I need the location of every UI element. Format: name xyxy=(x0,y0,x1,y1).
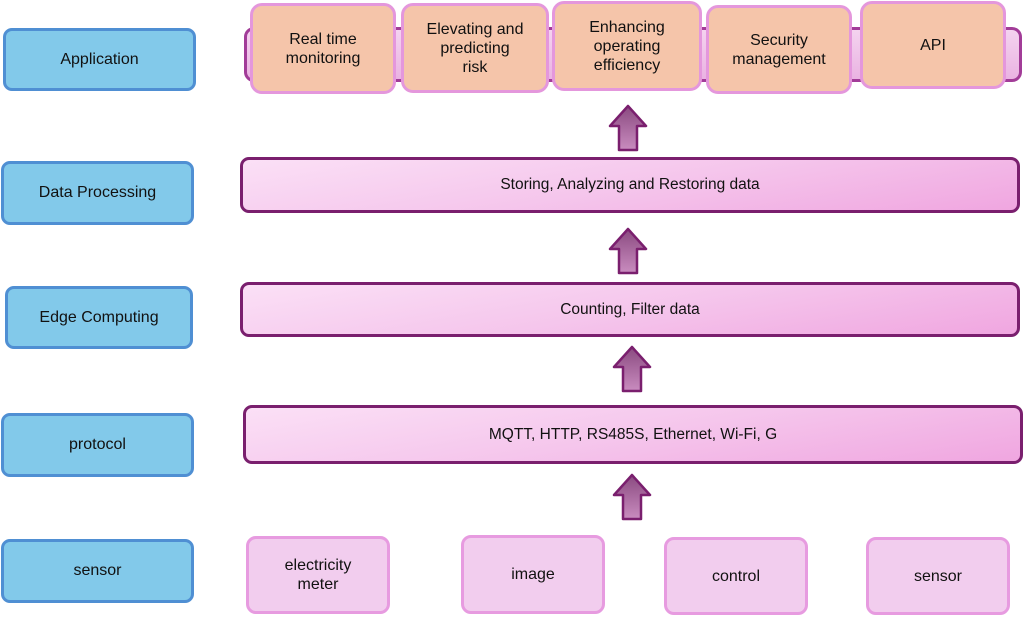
layer-label-text: sensor xyxy=(73,562,122,579)
edge-computing-bar: Counting, Filter data xyxy=(240,282,1020,337)
layer-label-protocol: protocol xyxy=(1,413,194,477)
layer-label-text: Data Processing xyxy=(38,184,157,201)
protocol-bar: MQTT, HTTP, RS485S, Ethernet, Wi-Fi, G xyxy=(243,405,1023,464)
app-item-label: Security management xyxy=(732,31,826,68)
source-image: image xyxy=(461,535,605,614)
bar-text: MQTT, HTTP, RS485S, Ethernet, Wi-Fi, G xyxy=(488,425,778,443)
layer-label-application: Application xyxy=(3,28,196,91)
app-item-security-management: Security management xyxy=(706,5,852,94)
layer-label-text: Application xyxy=(60,50,139,68)
app-item-elevating-predicting-risk: Elevating and predicting risk xyxy=(401,3,549,93)
layer-label-text: Edge Computing xyxy=(39,308,159,326)
source-label: electricity meter xyxy=(284,557,352,593)
up-arrow-icon xyxy=(608,104,648,152)
source-label: image xyxy=(511,566,555,583)
source-electricity-meter: electricity meter xyxy=(246,536,390,614)
bar-text: Storing, Analyzing and Restoring data xyxy=(500,176,760,193)
app-item-label: Enhancing operating efficiency xyxy=(589,18,665,74)
up-arrow-icon xyxy=(608,227,648,275)
layer-label-sensor: sensor xyxy=(1,539,194,603)
up-arrow-icon xyxy=(612,473,652,521)
bar-text: Counting, Filter data xyxy=(560,300,700,318)
source-sensor: sensor xyxy=(866,537,1010,615)
app-item-label: Real time monitoring xyxy=(285,30,361,67)
source-label: sensor xyxy=(913,567,963,585)
app-item-enhancing-efficiency: Enhancing operating efficiency xyxy=(552,1,702,91)
app-item-label: Elevating and predicting risk xyxy=(426,20,524,76)
layer-label-text: protocol xyxy=(69,436,126,453)
layer-label-edge-computing: Edge Computing xyxy=(5,286,193,349)
app-item-api: API xyxy=(860,1,1006,89)
layer-label-data-processing: Data Processing xyxy=(1,161,194,225)
app-item-label: API xyxy=(920,36,946,54)
app-item-real-time-monitoring: Real time monitoring xyxy=(250,3,396,94)
source-control: control xyxy=(664,537,808,615)
data-processing-bar: Storing, Analyzing and Restoring data xyxy=(240,157,1020,213)
source-label: control xyxy=(711,567,761,585)
up-arrow-icon xyxy=(612,345,652,393)
